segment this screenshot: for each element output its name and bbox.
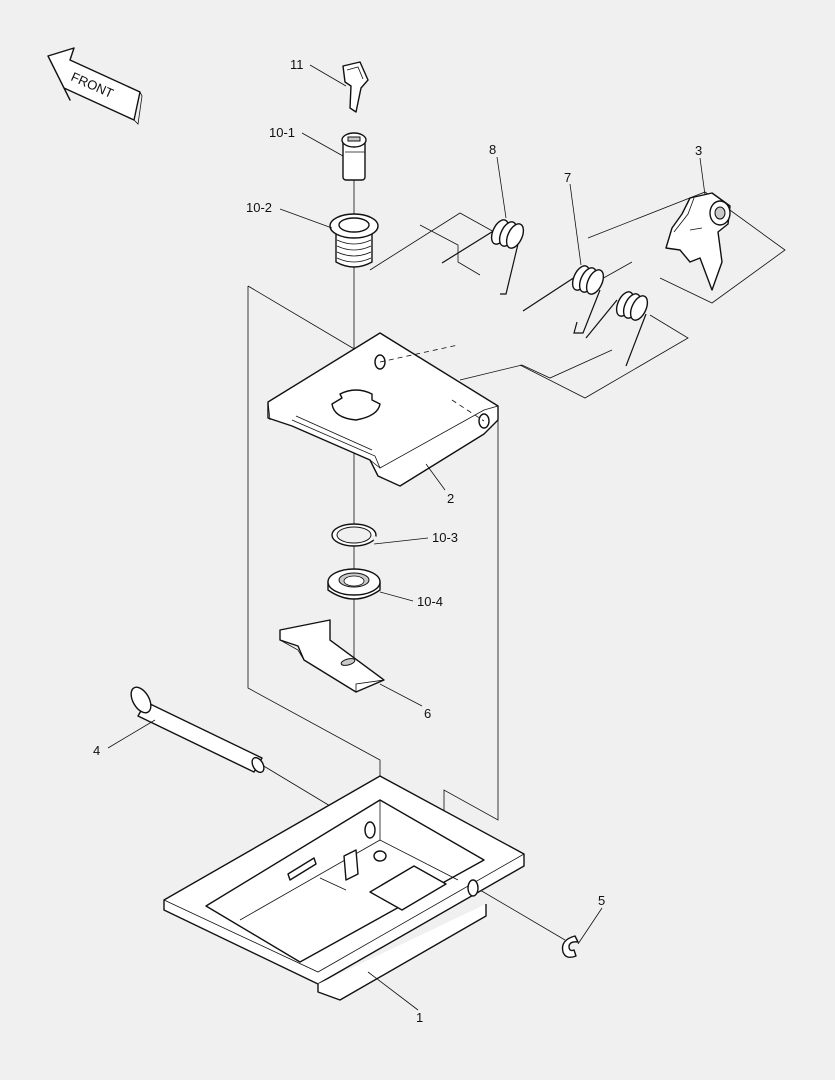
callout-leaders xyxy=(107,64,706,1011)
torsion-spring-7 xyxy=(522,265,605,312)
callout-1: 1 xyxy=(416,1010,423,1025)
latch-housing-part xyxy=(267,332,499,487)
callout-7: 7 xyxy=(564,170,571,185)
base-tray-part xyxy=(163,775,525,1001)
snap-ring-part xyxy=(331,523,379,547)
callout-4: 4 xyxy=(93,743,100,758)
callout-2: 2 xyxy=(447,491,454,506)
washer-part xyxy=(327,568,381,600)
cam-plate-part xyxy=(279,619,385,693)
lock-cylinder-part xyxy=(341,132,367,181)
callout-8: 8 xyxy=(489,142,496,157)
part-callouts: 11 10-1 10-2 8 7 3 2 10-3 10-4 6 4 5 1 xyxy=(93,57,702,1025)
callout-11: 11 xyxy=(290,57,304,72)
latch-cam-part xyxy=(665,192,731,291)
callout-5: 5 xyxy=(598,893,605,908)
callout-3: 3 xyxy=(695,143,702,158)
front-arrow-icon: FRONT xyxy=(47,47,143,125)
hinge-pin-part xyxy=(130,686,265,774)
torsion-spring-8 xyxy=(441,219,525,295)
torsion-spring-lower xyxy=(573,289,649,367)
callout-10-3: 10-3 xyxy=(432,530,458,545)
threaded-bushing-part xyxy=(329,213,379,268)
callout-10-2: 10-2 xyxy=(246,200,272,215)
callout-10-4: 10-4 xyxy=(417,594,443,609)
key-part xyxy=(342,61,369,113)
callout-6: 6 xyxy=(424,706,431,721)
callout-10-1: 10-1 xyxy=(269,125,295,140)
e-clip-part xyxy=(561,935,579,959)
